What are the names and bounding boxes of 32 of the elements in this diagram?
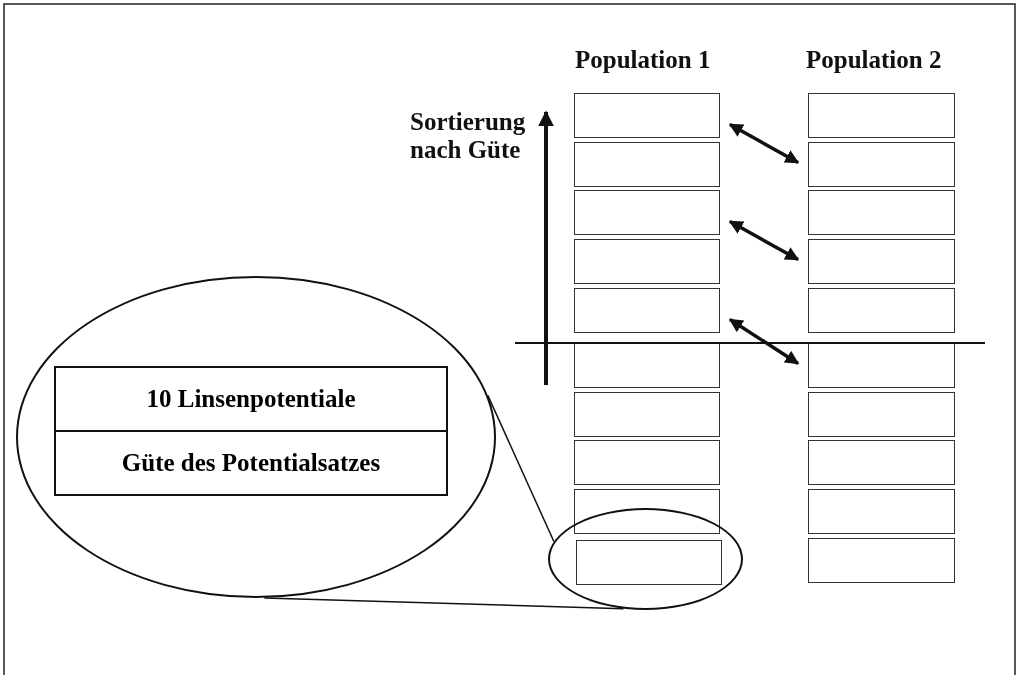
record-box bbox=[574, 440, 720, 485]
record-box bbox=[574, 93, 720, 138]
record-box bbox=[808, 190, 955, 235]
axis-label: Sortierung nach Güte bbox=[410, 108, 527, 164]
zoom-ellipse bbox=[548, 508, 743, 610]
record-box bbox=[574, 190, 720, 235]
record-box bbox=[808, 538, 955, 583]
record-box bbox=[808, 489, 955, 534]
record-box bbox=[574, 239, 720, 284]
record-box bbox=[808, 142, 955, 187]
zoom-ellipse bbox=[16, 276, 496, 598]
record-box bbox=[808, 288, 955, 333]
double-arrow bbox=[728, 318, 800, 365]
record-box bbox=[576, 540, 722, 585]
column-heading: Population 2 bbox=[806, 46, 942, 74]
record-field: Güte des Potentialsatzes bbox=[54, 430, 448, 496]
record-box bbox=[574, 392, 720, 437]
record-box bbox=[574, 343, 720, 388]
record-box bbox=[808, 343, 955, 388]
record-box bbox=[808, 392, 955, 437]
record-box bbox=[808, 440, 955, 485]
record-field: 10 Linsenpotentiale bbox=[54, 366, 448, 432]
double-arrow bbox=[728, 219, 800, 262]
column-heading: Population 1 bbox=[575, 46, 711, 74]
zoom-line bbox=[487, 394, 555, 543]
record-box bbox=[574, 142, 720, 187]
record-box bbox=[808, 93, 955, 138]
zoom-line bbox=[263, 597, 625, 610]
double-arrow bbox=[728, 122, 800, 165]
record-box bbox=[574, 288, 720, 333]
record-box bbox=[808, 239, 955, 284]
record-box bbox=[574, 489, 720, 534]
